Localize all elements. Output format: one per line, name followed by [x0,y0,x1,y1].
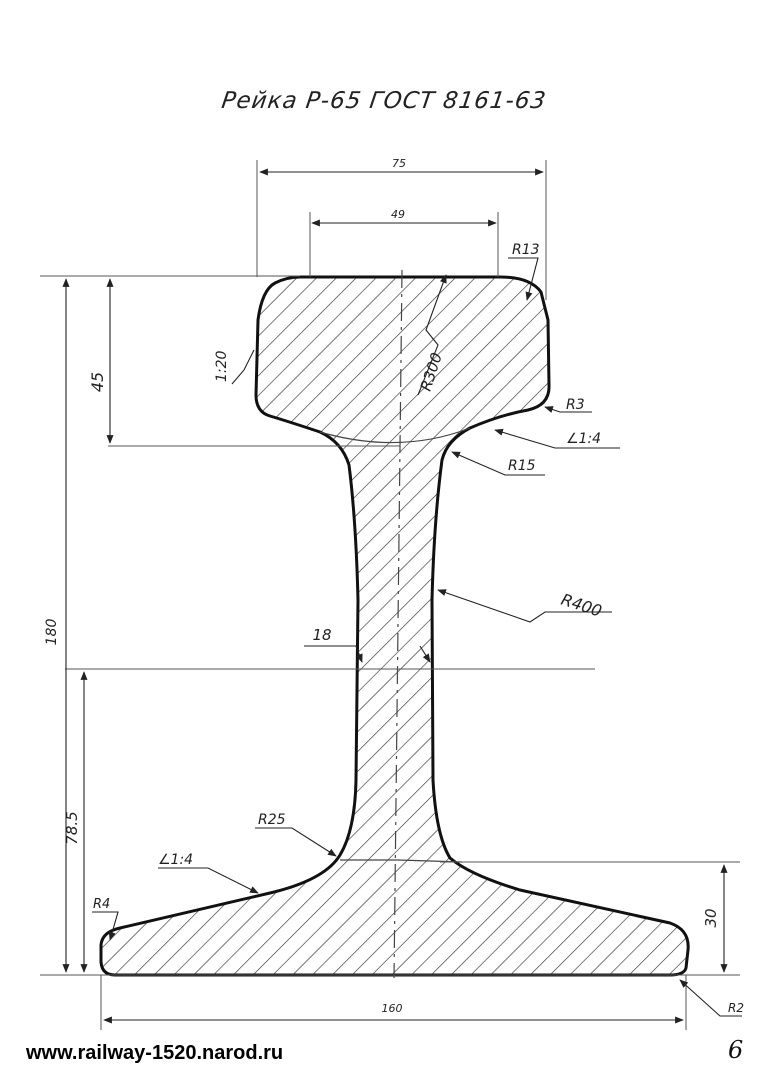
dim-head-width: 75 [392,157,406,170]
dim-web-thickness: 18 [312,626,331,644]
dim-height-total: 180 [44,619,60,646]
rail-section [99,275,690,977]
head-web-transition [319,427,471,444]
radius-r4: R4 [93,897,110,912]
footer-url: www.railway-1520.narod.ru [26,1042,284,1064]
dim-head-height: 45 [88,372,107,392]
center-axis [393,269,403,979]
dim-base-height: 30 [702,908,720,927]
slope-head-under: ∠1:4 [566,431,601,447]
slope-base-top: ∠1:4 [158,852,193,868]
dim-base-width: 160 [382,1002,403,1015]
radius-r15: R15 [508,458,536,474]
dimension-lines [62,168,728,1024]
leader-lines [92,257,742,1017]
radius-r25: R25 [258,812,286,828]
page-number: 6 [728,1036,744,1064]
slope-head-side: 1:20 [214,350,230,382]
dim-web-center-height: 78.5 [63,811,81,844]
radius-r2: R2 [728,1001,744,1015]
radius-r13: R13 [512,242,540,258]
radius-r400: R400 [559,590,604,621]
dim-head-top-width: 49 [391,208,405,221]
base-web-transition [340,859,463,863]
radius-r3: R3 [566,397,585,413]
